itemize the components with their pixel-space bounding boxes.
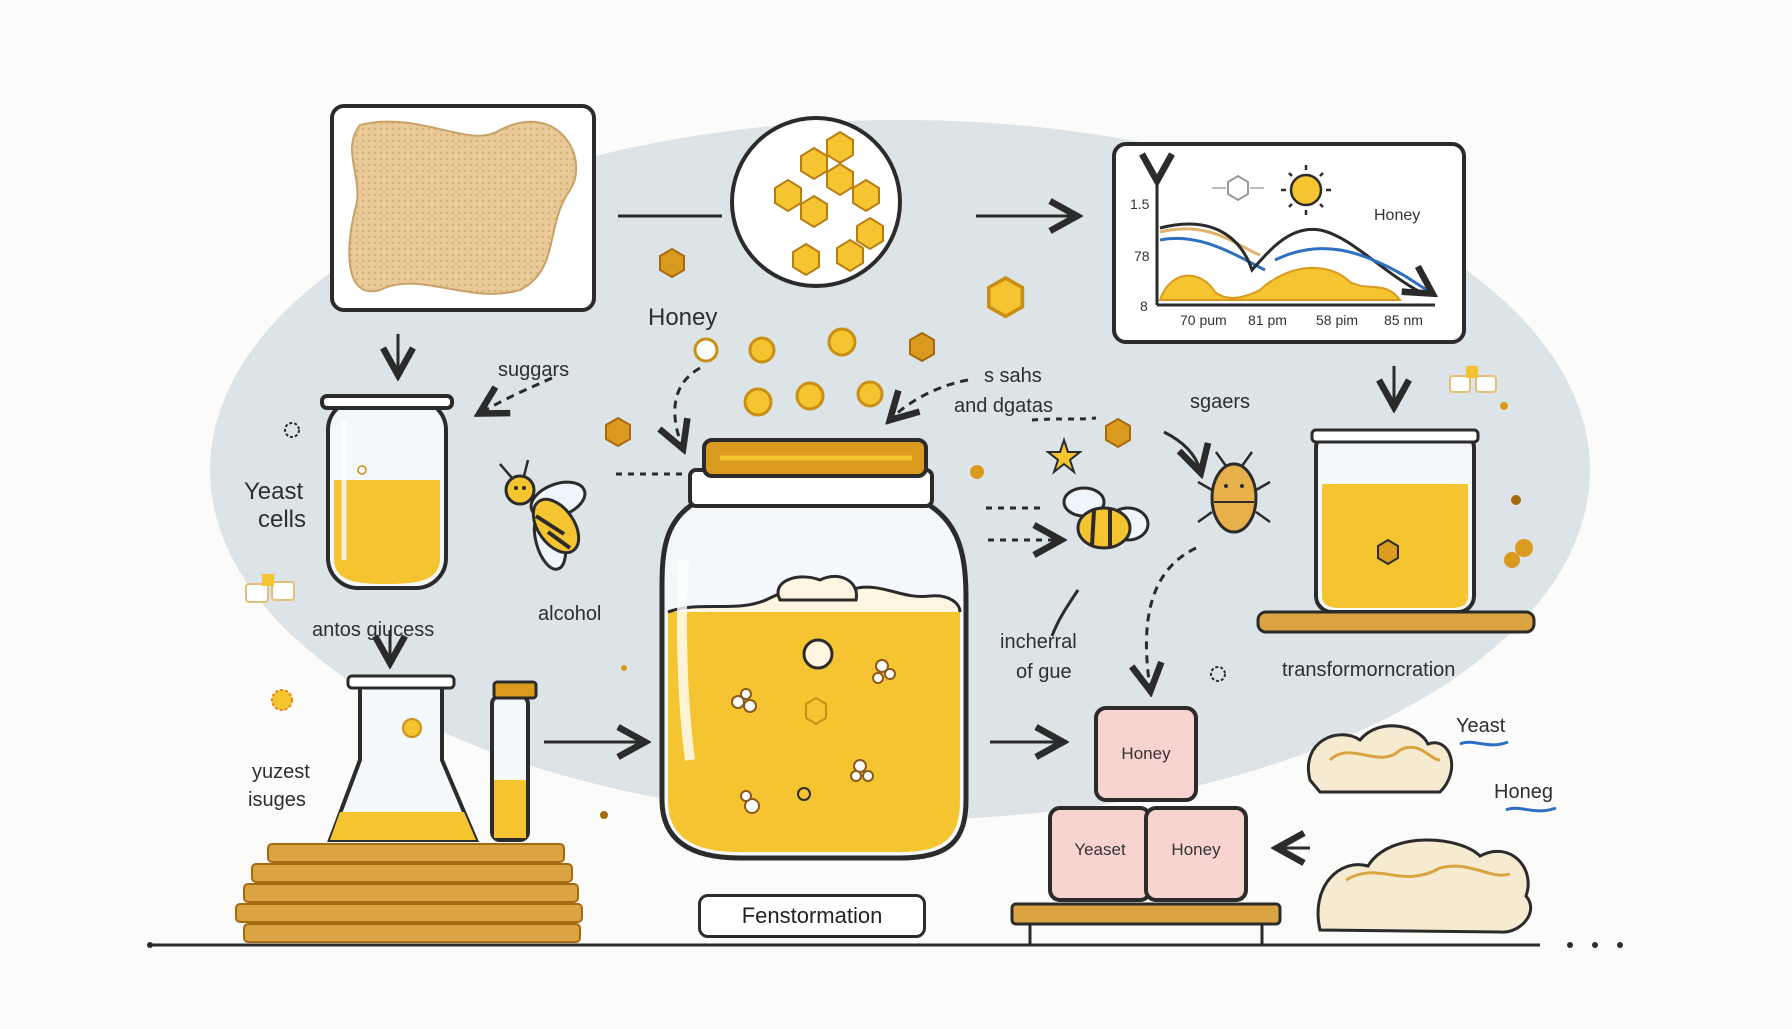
isuges-label: isuges [248, 789, 306, 811]
chart-legend-label: Honey [1374, 207, 1421, 224]
incherral-label: incherral [1000, 631, 1077, 653]
bug-icon [1197, 451, 1271, 534]
honey-label-right: Honeg [1494, 781, 1553, 803]
chart-x-tick-3: 58 pim [1316, 312, 1359, 328]
chart-x-tick-2: 81 pm [1248, 312, 1287, 328]
beaker-right [1256, 428, 1536, 634]
yeast-cells-label-2: cells [258, 506, 307, 533]
block-label-top: Honey [1121, 744, 1171, 763]
of-gue-label: of gue [1016, 661, 1072, 683]
chart-panel [1112, 142, 1466, 344]
flask-left [327, 674, 480, 842]
block-stack [1010, 706, 1282, 944]
honeycomb-circle [730, 116, 902, 288]
salts-label: s sahs [984, 365, 1042, 387]
yeast-blob [1306, 724, 1454, 794]
honey-label-top: Honey [648, 304, 718, 331]
brick-stack [235, 843, 583, 943]
bee-right [1062, 486, 1150, 550]
bottle-left [490, 680, 538, 842]
yeast-label-right: Yeast [1456, 715, 1506, 737]
chart-y-tick-1: 1.5 [1130, 196, 1150, 212]
honey-blob [1316, 838, 1533, 934]
and-dgatas-label: and dgatas [954, 395, 1053, 417]
sgaers-label: sgaers [1190, 391, 1251, 413]
block-label-bottom-right: Honey [1171, 840, 1221, 859]
alcohol-label: alcohol [538, 603, 602, 625]
antos-glucess-label: antos giucess [312, 619, 435, 641]
caption-box: Fenstormation [698, 894, 926, 938]
honey-bubbles [693, 327, 884, 417]
block-label-bottom-left: Yeaset [1074, 840, 1126, 859]
yeast-cells-label-1: Yeast [244, 478, 304, 505]
honey-jar [659, 438, 969, 861]
transformation-label: transformorncration [1282, 659, 1456, 681]
bee-left [499, 459, 587, 571]
chart-y-tick-2: 78 [1134, 248, 1150, 264]
yeast-culture-panel [330, 104, 596, 312]
sugars-label: suggars [498, 359, 570, 381]
chart-x-tick-4: 85 nm [1384, 312, 1423, 328]
flow-arrows [390, 216, 1394, 848]
chart-y-tick-3: 8 [1140, 298, 1148, 314]
yuzest-label: yuzest [252, 761, 310, 783]
chart-x-tick-1: 70 pum [1180, 312, 1227, 328]
caption-text: Fenstormation [741, 903, 883, 928]
test-tube [320, 394, 454, 590]
